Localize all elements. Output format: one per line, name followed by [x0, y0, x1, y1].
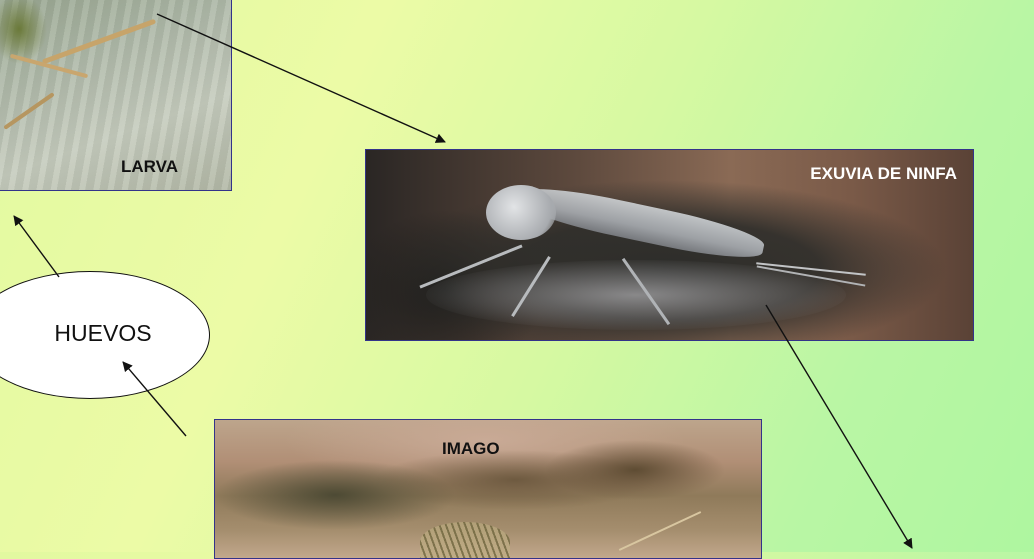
imago-photo: IMAGO [214, 419, 762, 559]
imago-antenna [619, 511, 701, 551]
imago-label: IMAGO [442, 439, 500, 459]
larva-label: LARVA [121, 157, 178, 177]
exuvia-head [486, 185, 556, 240]
exuvia-label: EXUVIA DE NINFA [810, 164, 957, 184]
larva-leg [42, 19, 156, 65]
imago-wing [420, 522, 510, 559]
eggs-label: HUEVOS [54, 320, 151, 347]
arrow-exuvia-down [766, 305, 912, 548]
larva-photo: LARVA [0, 0, 232, 191]
exuvia-photo: EXUVIA DE NINFA [365, 149, 974, 341]
eggs-bubble: HUEVOS [0, 271, 210, 399]
larva-leg [3, 92, 54, 130]
arrow-eggs-to-larva [14, 216, 59, 277]
